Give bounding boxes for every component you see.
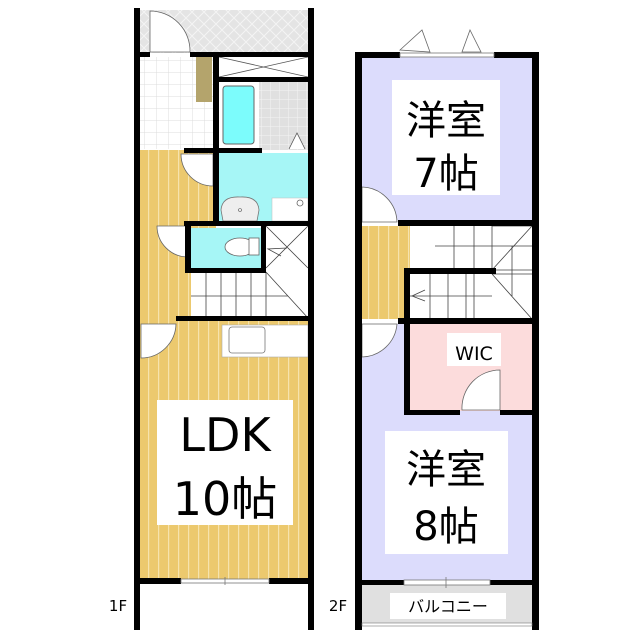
door-swings-2f (361, 28, 501, 411)
floor-label-1f: 1F (109, 597, 127, 615)
western-room-7-name: 洋室 (406, 98, 486, 144)
wic-label-bg (447, 333, 501, 366)
western-room-7-size: 7帖 (413, 151, 478, 197)
ldk-room-size: 10帖 (173, 472, 278, 526)
kitchen-sink (228, 326, 266, 354)
window-2f-top (399, 52, 495, 58)
first-floor: LDK 10帖 1F (109, 8, 314, 630)
western-room-7-label-bg (392, 80, 500, 195)
ldk-label-bg (157, 400, 293, 525)
western-room-8-size: 8帖 (413, 504, 478, 550)
balcony-label: バルコニー (408, 597, 488, 616)
wic-label: WIC (455, 343, 493, 365)
floor-label-2f: 2F (329, 597, 347, 615)
walls-1f (134, 8, 314, 630)
walls-2f (355, 52, 539, 630)
door-swings-1f (140, 10, 214, 359)
window-2f-balcony (403, 579, 491, 586)
ldk-room-name: LDK (179, 408, 272, 462)
western-room-8-label-bg (385, 431, 508, 554)
second-floor: 洋室 7帖 WIC 洋室 8帖 バルコニー 2F (329, 28, 539, 630)
hallway-2f (362, 226, 410, 319)
wash-basin (220, 196, 260, 222)
bathtub (222, 85, 255, 145)
western-room-8-name: 洋室 (406, 447, 486, 493)
shoe-closet (196, 57, 212, 102)
